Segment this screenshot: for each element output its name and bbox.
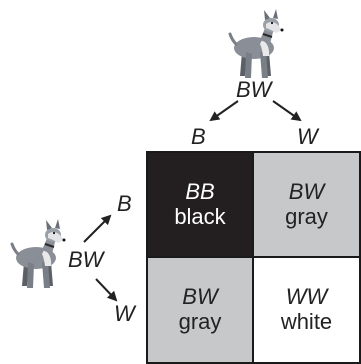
- left-dog-icon: [10, 217, 67, 290]
- punnett-cell-bw-bottom: BW gray: [146, 256, 254, 364]
- cell-phenotype: black: [174, 203, 226, 229]
- left-allele-w: W: [114, 301, 135, 326]
- arrow-left-to-b: [83, 214, 112, 243]
- arrow-left-to-w: [95, 278, 118, 302]
- punnett-cell-ww: WW white: [252, 256, 361, 364]
- top-dog-icon: [228, 7, 285, 80]
- top-allele-b: B: [191, 124, 206, 149]
- cell-genotype: BW: [182, 284, 218, 310]
- cell-genotype: BB: [185, 178, 215, 204]
- cell-genotype: WW: [285, 284, 328, 310]
- punnett-cell-bb: BB black: [146, 151, 254, 258]
- left-allele-b: B: [117, 191, 132, 216]
- cell-phenotype: gray: [178, 309, 222, 335]
- arrow-top-to-w: [272, 100, 302, 122]
- arrow-top-to-b: [209, 100, 239, 122]
- punnett-cell-bw-top: BW gray: [252, 151, 361, 258]
- left-parent-genotype: BW: [68, 247, 104, 272]
- cell-phenotype: gray: [285, 203, 328, 229]
- cell-phenotype: white: [280, 309, 333, 335]
- top-parent-genotype: BW: [236, 77, 272, 102]
- top-allele-w: W: [297, 124, 318, 149]
- cell-genotype: BW: [288, 178, 325, 204]
